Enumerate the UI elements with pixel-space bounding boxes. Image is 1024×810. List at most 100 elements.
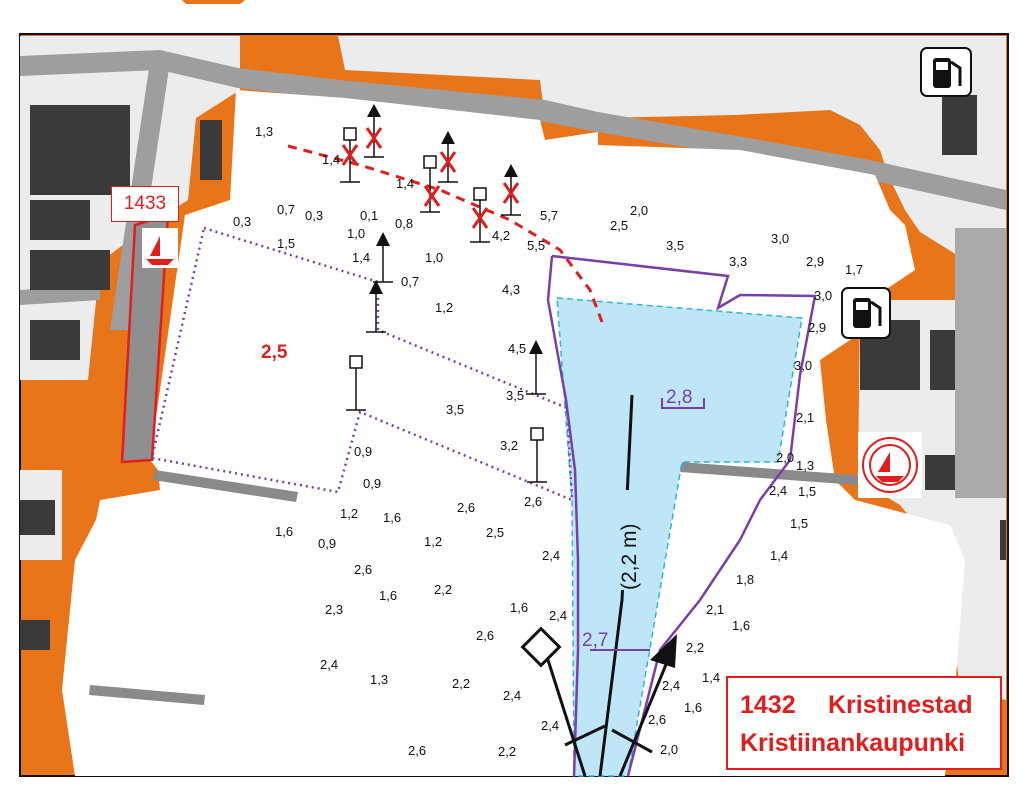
red-dashed-line xyxy=(287,144,604,323)
depth-sounding: 2,2 xyxy=(434,582,452,597)
land-fragment xyxy=(182,0,245,4)
depth-sounding: 1,3 xyxy=(796,458,814,473)
depth-sounding: 5,7 xyxy=(540,208,558,223)
fuel-icon xyxy=(841,287,891,339)
depth-sounding: 2,0 xyxy=(660,742,678,757)
depth-sounding: 2,5 xyxy=(610,218,628,233)
depth-sounding: 1,5 xyxy=(798,484,816,499)
depth-sounding: 1,5 xyxy=(277,236,295,251)
depth-sounding: 1,4 xyxy=(770,548,788,563)
depth-sounding: 3,5 xyxy=(506,388,524,403)
depth-sounding: 2,6 xyxy=(457,500,475,515)
depth-sounding: 2,9 xyxy=(808,320,826,335)
channel-boundary xyxy=(546,254,817,777)
depth-sounding: 3,0 xyxy=(771,231,789,246)
reference-box: 1433 xyxy=(111,186,179,222)
place-name-sv: Kristinestad xyxy=(828,691,973,719)
depth-sounding: 1,6 xyxy=(379,588,397,603)
beacon-icon xyxy=(340,127,547,483)
depth-sounding: 1,0 xyxy=(425,250,443,265)
depth-sounding: 1,6 xyxy=(684,700,702,715)
depth-sounding: 2,6 xyxy=(408,743,426,758)
dredged-area xyxy=(556,297,803,777)
depth-sounding: 4,5 xyxy=(508,341,526,356)
depth-sounding: 0,8 xyxy=(395,216,413,231)
fuel-icon xyxy=(920,47,972,97)
depth-sounding: 1,6 xyxy=(510,600,528,615)
depth-sounding: 2,6 xyxy=(476,628,494,643)
depth-sounding: 1,8 xyxy=(736,572,754,587)
channel-depth-upper: 2,8 xyxy=(666,387,692,408)
place-name-fi: Kristiinankaupunki xyxy=(740,729,966,757)
crossbar-marks xyxy=(564,649,653,754)
channel-label-bg xyxy=(612,490,636,590)
depth-sounding: 3,0 xyxy=(794,358,812,373)
depth-sounding: 5,5 xyxy=(527,238,545,253)
depth-sounding: 2,2 xyxy=(452,676,470,691)
depth-sounding: 3,0 xyxy=(814,288,832,303)
channel-centreline xyxy=(598,394,634,777)
zone-label: 2,5 xyxy=(261,342,288,363)
depth-sounding: 3,2 xyxy=(500,438,518,453)
depth-sounding: 0,9 xyxy=(318,536,336,551)
jetties xyxy=(89,462,870,705)
depth-sounding: 2,6 xyxy=(524,494,542,509)
depth-sounding: 1,0 xyxy=(347,226,365,241)
depth-sounding: 2,4 xyxy=(549,608,567,623)
title-box: 1432 Kristinestad Kristiinankaupunki xyxy=(726,676,1002,770)
depth-sounding: 0,3 xyxy=(233,214,251,229)
depth-sounding: 1,4 xyxy=(396,176,414,191)
depth-sounding: 1,6 xyxy=(732,618,750,633)
depth-sounding: 1,3 xyxy=(370,672,388,687)
depth-sounding: 0,9 xyxy=(363,476,381,491)
depth-sounding: 3,5 xyxy=(446,402,464,417)
depth-sounding: 0,1 xyxy=(360,208,378,223)
depth-sounding: 3,5 xyxy=(666,238,684,253)
depth-sounding: 3,3 xyxy=(729,254,747,269)
depth-sounding: 2,0 xyxy=(630,203,648,218)
depth-sounding: 1,5 xyxy=(790,516,808,531)
channel-depth-lower: 2,7 xyxy=(582,630,608,651)
depth-sounding: 2,2 xyxy=(498,744,516,759)
depth-sounding: 1,2 xyxy=(435,300,453,315)
depth-sounding: 1,4 xyxy=(702,670,720,685)
depth-sounding: 2,4 xyxy=(542,548,560,563)
depth-sounding: 2,6 xyxy=(648,712,666,727)
depth-sounding: 1,6 xyxy=(275,524,293,539)
depth-sounding: 1,6 xyxy=(383,510,401,525)
depth-sounding: 1,2 xyxy=(340,506,358,521)
large-grey-building xyxy=(955,228,1006,498)
depth-sounding: 1,4 xyxy=(352,250,370,265)
depth-sounding: 2,4 xyxy=(662,678,680,693)
depth-sounding: 2,4 xyxy=(769,483,787,498)
depth-sounding: 0,3 xyxy=(305,208,323,223)
depth-sounding: 2,3 xyxy=(325,602,343,617)
depth-sounding: 0,7 xyxy=(277,202,295,217)
channel-label: (2,2 m) xyxy=(618,523,641,590)
harbour-icon xyxy=(858,432,922,498)
depth-sounding: 2,9 xyxy=(806,254,824,269)
depth-sounding: 2,4 xyxy=(320,657,338,672)
depth-sounding: 1,2 xyxy=(424,534,442,549)
depth-sounding: 2,6 xyxy=(354,562,372,577)
depth-sounding: 2,4 xyxy=(541,718,559,733)
restricted-zone xyxy=(150,226,574,502)
depth-sounding: 1,7 xyxy=(845,262,863,277)
depth-sounding: 2,1 xyxy=(796,410,814,425)
depth-sounding: 4,3 xyxy=(502,282,520,297)
harbour-icon xyxy=(142,228,178,268)
depth-sounding: 2,5 xyxy=(486,525,504,540)
depth-sounding: 1,3 xyxy=(255,124,273,139)
depth-sounding: 2,2 xyxy=(686,640,704,655)
harbour-water xyxy=(62,90,965,776)
sign-icon xyxy=(520,626,562,668)
depth-sounding: 2,4 xyxy=(503,688,521,703)
depth-sounding: 0,9 xyxy=(354,444,372,459)
chart-number: 1432 xyxy=(740,691,796,719)
depth-sounding: 2,1 xyxy=(706,602,724,617)
channel-depth-bracket xyxy=(661,398,705,409)
depth-sounding: 4,2 xyxy=(492,228,510,243)
direction-arrow-icon xyxy=(650,634,677,668)
